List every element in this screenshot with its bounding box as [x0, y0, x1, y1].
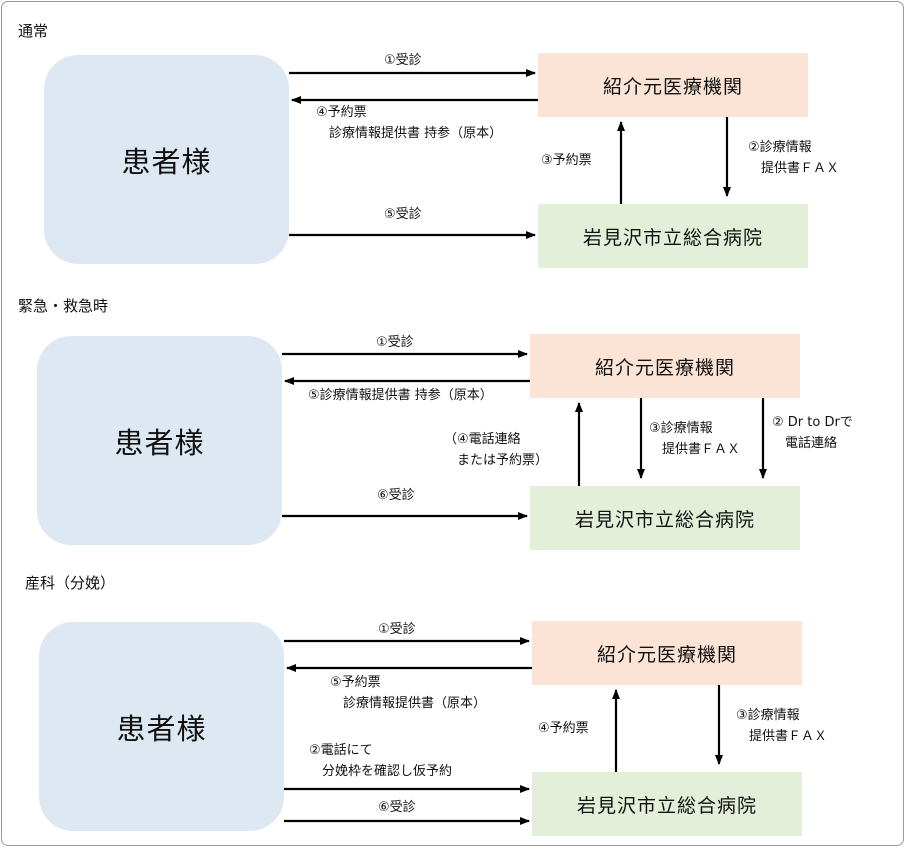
- label-visit-6: ⑥受診: [377, 488, 415, 503]
- label-reservation-slip: ③予約票: [541, 153, 592, 168]
- label-visit-6: ⑥受診: [378, 800, 416, 815]
- label-referral-return: ⑤診療情報提供書 持参（原本）: [308, 388, 493, 403]
- patient-box-obstetrics: 患者様: [39, 622, 284, 831]
- label-visit-5: ⑤受診: [384, 207, 422, 222]
- label-visit-1: ①受診: [384, 53, 422, 68]
- clinic-box-obstetrics: 紹介元医療機関: [532, 621, 802, 685]
- label-phone-booking: ②電話にて 分娩枠を確認し仮予約: [309, 743, 453, 779]
- clinic-box-normal: 紹介元医療機関: [538, 53, 808, 117]
- label-visit-1: ①受診: [378, 622, 416, 637]
- section-title-normal: 通常: [18, 22, 49, 40]
- label-fax-referral: ③診療情報 提供書ＦＡＸ: [649, 421, 741, 457]
- patient-box-normal: 患者様: [44, 55, 289, 264]
- label-reservation-referral: ⑤予約票 診療情報提供書（原本）: [330, 675, 487, 711]
- label-fax-referral: ②診療情報 提供書ＦＡＸ: [748, 140, 840, 176]
- label-reservation-slip: ④予約票: [538, 721, 589, 736]
- label-phone-or-slip: （④電話連絡 または予約票）: [444, 432, 549, 468]
- section-title-emergency: 緊急・救急時: [18, 297, 109, 315]
- label-reservation-return: ④予約票 診療情報提供書 持参（原本）: [316, 105, 503, 141]
- hospital-box-normal: 岩見沢市立総合病院: [538, 204, 808, 268]
- clinic-box-emergency: 紹介元医療機関: [530, 334, 800, 398]
- label-visit-1: ①受診: [376, 335, 414, 350]
- label-fax-referral: ③診療情報 提供書ＦＡＸ: [736, 708, 828, 744]
- label-dr-to-dr: ② Dr to Drで 電話連絡: [772, 415, 853, 451]
- hospital-box-obstetrics: 岩見沢市立総合病院: [532, 772, 802, 836]
- hospital-box-emergency: 岩見沢市立総合病院: [530, 486, 800, 550]
- section-title-obstetrics: 産科（分娩）: [25, 574, 116, 592]
- patient-box-emergency: 患者様: [37, 336, 282, 545]
